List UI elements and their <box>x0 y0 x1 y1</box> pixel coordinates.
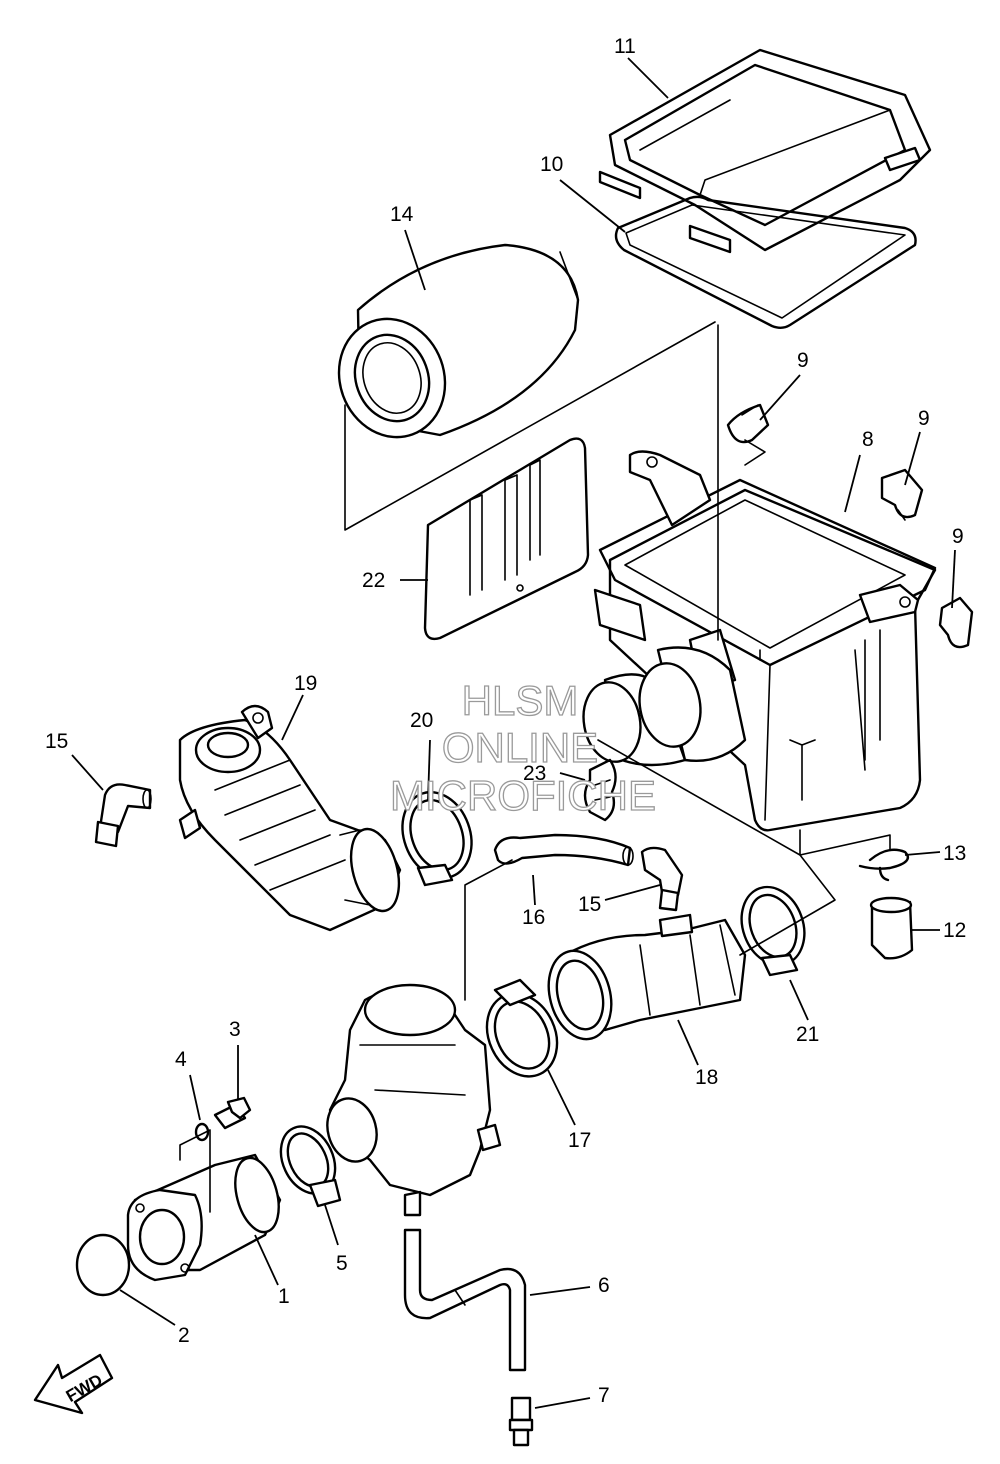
callout-21: 21 <box>796 1023 819 1046</box>
part-9-clip-b <box>880 468 924 519</box>
watermark-line-3: MICROFICHE <box>390 772 656 819</box>
callout-18: 18 <box>695 1066 718 1089</box>
callout-labels: 1 2 3 4 5 6 7 8 9 9 9 10 11 12 13 14 15 … <box>45 35 966 1407</box>
callout-13: 13 <box>943 842 966 865</box>
callout-15-b: 15 <box>578 893 601 916</box>
callout-19: 19 <box>294 672 317 695</box>
callout-16: 16 <box>522 906 545 929</box>
part-20-hose-clamp <box>401 790 473 887</box>
part-22-screen-plate <box>423 437 590 641</box>
callout-8: 8 <box>862 428 874 451</box>
watermark: HLSM ONLINE MICROFICHE <box>389 676 656 819</box>
watermark-line-2: ONLINE <box>442 724 598 771</box>
callout-10: 10 <box>540 153 563 176</box>
part-3-bolt <box>213 1096 252 1130</box>
part-15-elbow-fitting-right <box>640 846 684 912</box>
callout-9-a: 9 <box>797 349 809 372</box>
part-16-breather-hose <box>493 833 634 867</box>
callout-15-a: 15 <box>45 730 68 753</box>
part-18-carburetor-joint <box>547 913 747 1041</box>
callout-22: 22 <box>362 569 385 592</box>
part-15-elbow-fitting-left <box>94 783 152 848</box>
part-9-clip-c <box>938 596 974 649</box>
part-5-hose-clamp <box>279 1125 342 1208</box>
assembly-guide-lines <box>179 321 906 1213</box>
callout-14: 14 <box>390 203 414 226</box>
part-12-drain-cap <box>869 896 914 960</box>
callout-2: 2 <box>178 1324 190 1347</box>
part-10-cover-gasket <box>614 195 917 329</box>
callout-1: 1 <box>278 1285 290 1308</box>
callout-5: 5 <box>336 1252 348 1275</box>
callout-6: 6 <box>598 1274 610 1297</box>
watermark-line-1: HLSM <box>462 677 579 724</box>
callout-9-c: 9 <box>952 525 964 548</box>
forward-direction-arrow: FWD <box>33 1353 114 1415</box>
callout-9-b: 9 <box>918 407 930 430</box>
part-2-o-ring <box>75 1233 131 1297</box>
callout-7: 7 <box>598 1384 610 1407</box>
callout-23: 23 <box>523 762 546 785</box>
leader-lines <box>71 57 956 1409</box>
callout-20: 20 <box>410 709 433 732</box>
part-4-washer <box>194 1122 210 1142</box>
part-11-air-box-cover <box>598 48 932 254</box>
part-14-air-filter-element <box>337 243 580 439</box>
part-13-spring-clip <box>858 848 910 882</box>
part-17-hose-clamp <box>485 978 559 1078</box>
part-7-hose-fitting <box>508 1396 534 1447</box>
callout-3: 3 <box>229 1018 241 1041</box>
callout-4: 4 <box>175 1048 187 1071</box>
callout-17: 17 <box>568 1129 591 1152</box>
part-6-drain-hose <box>403 1228 527 1372</box>
part-1-intake-joint <box>126 1153 282 1282</box>
part-23-bracket <box>583 758 617 822</box>
callout-12: 12 <box>943 919 966 942</box>
part-9-clip-a <box>726 403 770 444</box>
air-box-outlet-ducts <box>582 646 747 767</box>
callout-11: 11 <box>614 35 636 58</box>
carburetor-body <box>326 983 502 1217</box>
part-19-intake-boot <box>178 704 402 932</box>
